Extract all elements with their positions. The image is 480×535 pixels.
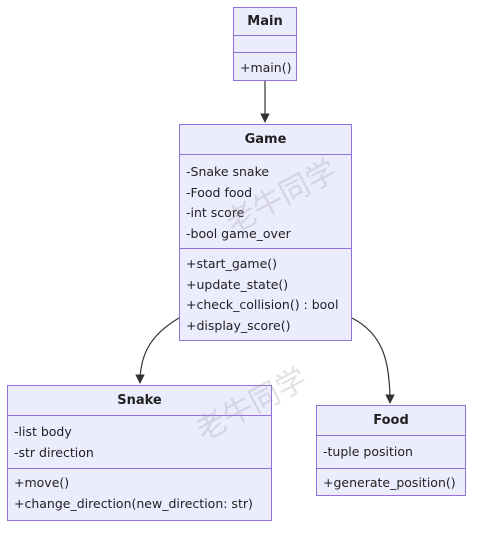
class-food-attributes: -tuple position <box>317 436 465 469</box>
class-game-attributes: -Snake snake -Food food -int score -bool… <box>180 155 351 249</box>
class-snake: Snake -list body -str direction +move() … <box>7 385 272 521</box>
class-food-title: Food <box>317 406 465 436</box>
attribute-position: -tuple position <box>323 444 413 459</box>
class-main: Main +main() <box>233 7 297 81</box>
attribute-game-over: -bool game_over <box>186 225 291 241</box>
class-snake-title: Snake <box>8 386 271 416</box>
edge-game-snake <box>135 317 180 384</box>
class-food-methods: +generate_position() <box>317 469 465 494</box>
class-main-attributes <box>234 36 296 53</box>
class-snake-methods: +move() +change_direction(new_direction:… <box>8 469 271 514</box>
attribute-score: -int score <box>186 205 245 220</box>
method-move: +move() <box>14 475 70 490</box>
method-display-score: +display_score() <box>186 317 291 333</box>
class-food: Food -tuple position +generate_position(… <box>316 405 466 496</box>
class-game-methods: +start_game() +update_state() +check_col… <box>180 249 351 336</box>
class-main-methods: +main() <box>234 53 296 79</box>
method-main: +main() <box>240 60 292 75</box>
attribute-food: -Food food <box>186 184 253 200</box>
method-update-state: +update_state() <box>186 276 289 292</box>
attribute-direction: -str direction <box>14 444 94 460</box>
class-game: Game -Snake snake -Food food -int score … <box>179 124 352 341</box>
class-snake-attributes: -list body -str direction <box>8 416 271 469</box>
class-game-title: Game <box>180 125 351 155</box>
class-main-title: Main <box>234 8 296 36</box>
attribute-body: -list body <box>14 424 72 439</box>
method-start-game: +start_game() <box>186 256 278 271</box>
edge-game-food <box>351 317 395 404</box>
method-check-collision: +check_collision() : bool <box>186 297 339 312</box>
method-change-direction: +change_direction(new_direction: str) <box>14 495 253 511</box>
method-generate-position: +generate_position() <box>323 475 456 490</box>
attribute-snake: -Snake snake <box>186 164 270 179</box>
